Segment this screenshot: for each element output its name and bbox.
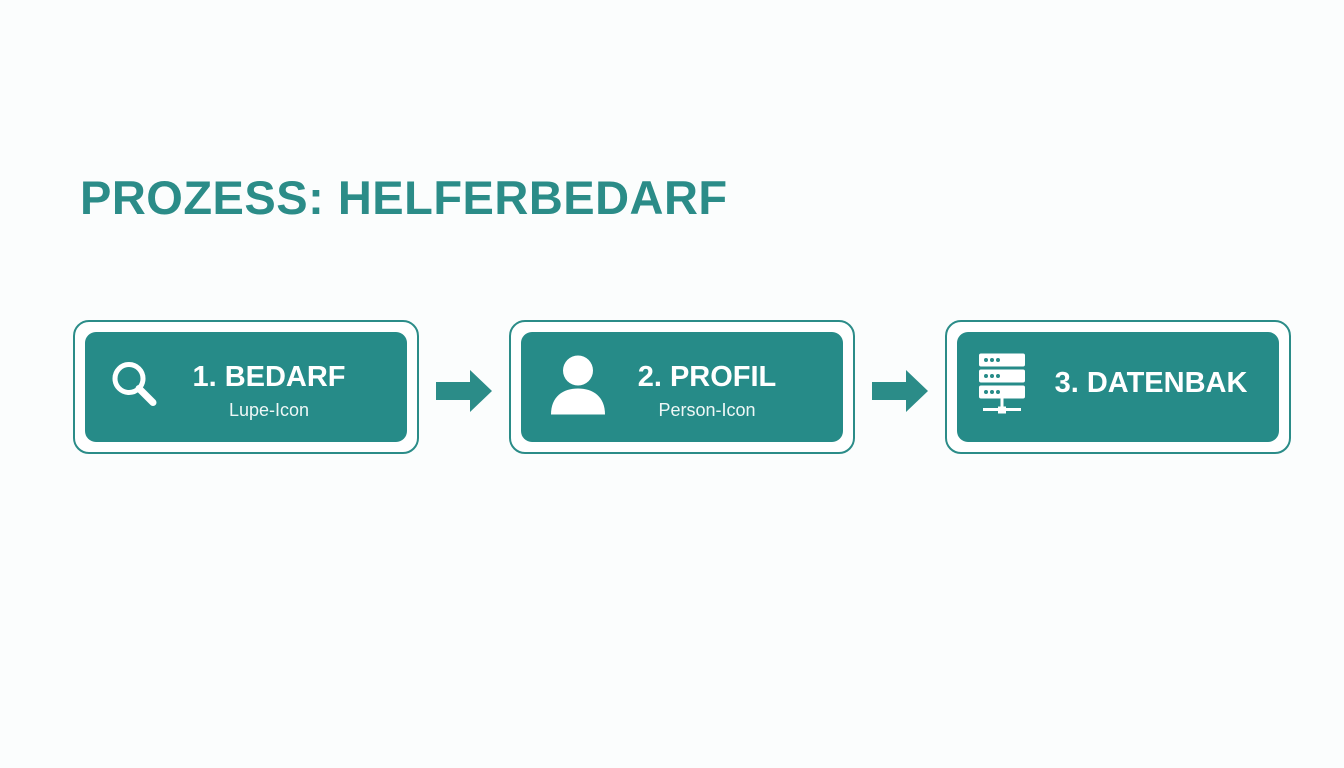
step-box-bedarf: 1. BEDARF Lupe-Icon	[73, 320, 419, 454]
step-sublabel-profil: Person-Icon	[658, 400, 756, 420]
arrow-right-icon	[436, 368, 494, 419]
step-box-datenbak: 3. DATENBAK	[945, 320, 1291, 454]
database-server-icon	[977, 352, 1029, 423]
search-icon	[105, 355, 165, 420]
step-label-profil: 2. PROFIL	[637, 361, 777, 393]
arrow-right-icon	[872, 368, 930, 419]
step-label-datenbak: 3. DATENBAK	[1054, 367, 1248, 399]
person-icon	[549, 353, 607, 422]
step-box-datenbak-fill: 3. DATENBAK	[957, 332, 1279, 442]
step-box-bedarf-fill: 1. BEDARF Lupe-Icon	[85, 332, 407, 442]
diagram-title: PROZESS: HELFERBEDARF	[80, 171, 728, 224]
step-box-profil-fill: 2. PROFIL Person-Icon	[521, 332, 843, 442]
step-box-profil: 2. PROFIL Person-Icon	[509, 320, 855, 454]
step-label-bedarf: 1. BEDARF	[192, 361, 346, 393]
step-sublabel-bedarf: Lupe-Icon	[228, 400, 310, 420]
